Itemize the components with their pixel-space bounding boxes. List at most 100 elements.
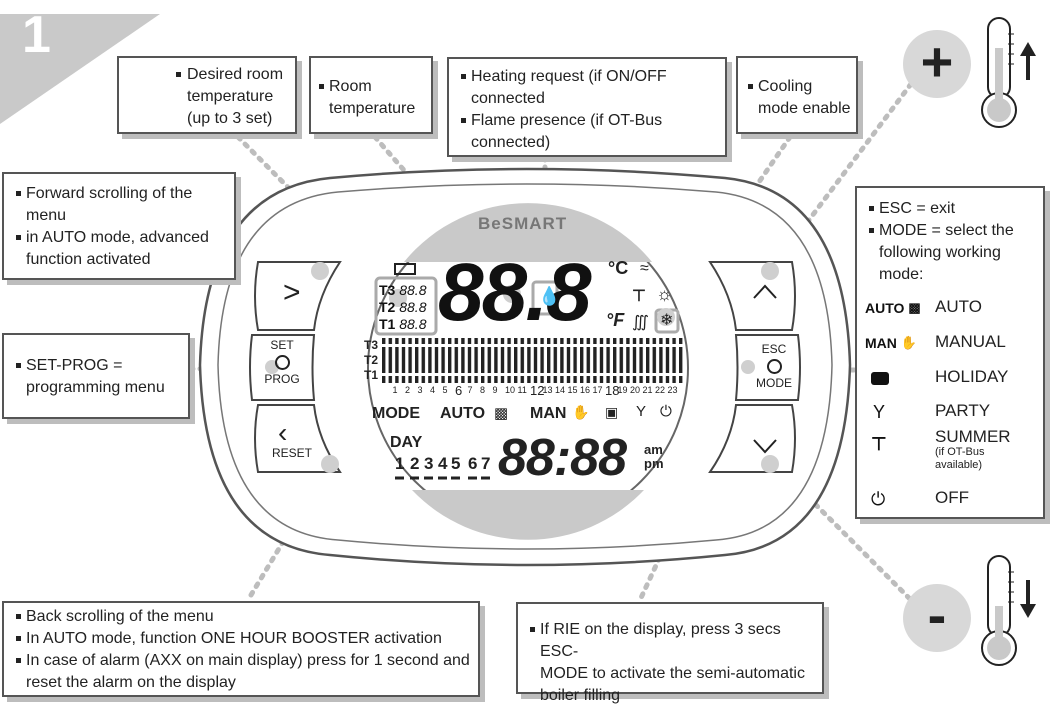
desired-line1: Desired room: [187, 66, 284, 83]
holiday-mode-icon: [865, 364, 889, 392]
heating-item2-line2: connected): [471, 134, 551, 151]
rie-line1: If RIE on the display, press 3 secs ESC-: [540, 621, 781, 660]
heating-item2-line1: Flame presence (if OT-Bus: [471, 112, 663, 129]
set-prog-button[interactable]: SET PROG: [262, 338, 302, 386]
t1-value: 88.8: [399, 316, 427, 332]
day-number: 4: [438, 454, 448, 473]
plus-label: +: [920, 30, 954, 93]
up-button[interactable]: [752, 276, 778, 307]
auto-mode-icon: AUTO ▩: [865, 300, 921, 316]
hour-tick-label: 1: [392, 385, 398, 395]
hour-row-t1: T1: [364, 368, 379, 382]
cooling-line1: Cooling: [758, 78, 813, 95]
fahrenheit-unit: °F: [606, 310, 625, 330]
mode-text: MODE: [372, 405, 420, 422]
hour-tick-label: 12: [530, 383, 545, 398]
celsius-unit: °C: [608, 258, 629, 278]
flame-icon: 💧: [538, 286, 561, 306]
set-label: SET: [270, 338, 294, 352]
cooling-line2: mode enable: [758, 100, 851, 117]
hour-tick-label: 6: [455, 383, 463, 398]
setprog-line2: programming menu: [26, 379, 165, 396]
hour-tick-label: 16: [580, 385, 591, 395]
mode-row-holiday: HOLIDAY: [857, 364, 1047, 394]
hour-tick-label: 3: [417, 385, 423, 395]
mode-row-party: Y PARTY: [857, 398, 1047, 428]
forward-item2-line1: in AUTO mode, advanced: [26, 229, 209, 246]
summer-note-line2: available): [935, 459, 983, 471]
hour-tick-label: 23: [667, 385, 678, 395]
room-line1: Room: [329, 78, 372, 95]
callout-rie: If RIE on the display, press 3 secs ESC-…: [516, 602, 824, 704]
auto-icon: ▩: [494, 405, 509, 422]
off-mode-icon: ⏻: [871, 489, 886, 509]
day-number: 1: [395, 454, 405, 473]
hour-tick-label: 21: [642, 385, 653, 395]
party-mode-icon: Y: [873, 402, 886, 422]
esc-mode-circle-icon: [766, 359, 782, 374]
hand-icon: ✋: [572, 404, 590, 420]
mode-item-line3: mode:: [879, 266, 924, 283]
callout-cooling: Cooling mode enable: [736, 56, 858, 134]
callout-desired-temperature: Desired room temperature (up to 3 set): [117, 56, 297, 134]
mode-item-line1: MODE = select the: [879, 222, 1014, 239]
summer-mode-label: SUMMER: [935, 427, 1011, 446]
esc-mode-button[interactable]: ESC MODE: [750, 342, 798, 390]
rie-line3: boiler filling: [540, 687, 621, 704]
desired-line3: (up to 3 set): [187, 110, 273, 127]
room-line2: temperature: [329, 100, 416, 117]
esc-label: ESC: [761, 342, 787, 356]
hour-tick-label: 2: [405, 385, 411, 395]
forward-item2-line2: function activated: [26, 251, 151, 268]
day-text: DAY: [390, 434, 423, 451]
plus-button[interactable]: +: [903, 30, 971, 98]
hour-tick-label: 11: [517, 385, 527, 395]
mode-row-auto: AUTO ▩ AUTO: [857, 294, 1047, 324]
day-number: 6: [468, 454, 478, 473]
day-number: 3: [424, 454, 434, 473]
back-reset-button[interactable]: ‹ RESET: [272, 417, 320, 461]
hour-row-t2: T2: [364, 353, 379, 367]
mode-row-off: ⏻ OFF: [857, 485, 1047, 515]
down-button[interactable]: [752, 436, 778, 459]
hour-tick-label: 18: [605, 383, 620, 398]
hour-row-labels: T3 T2 T1: [364, 338, 378, 383]
chevron-up-icon: [753, 284, 777, 299]
reset-label: RESET: [272, 446, 313, 460]
forward-item1-line1: Forward scrolling of the: [26, 185, 193, 202]
hour-tick-label: 10: [505, 385, 516, 395]
hour-tick-label: 9: [492, 385, 498, 395]
day-number: 2: [410, 454, 420, 473]
thermometer-down-icon: [981, 555, 1036, 666]
man-mode-icon: MAN ✋: [865, 335, 917, 351]
party-icon: Y: [636, 403, 647, 420]
auto-text: AUTO: [440, 405, 486, 422]
heating-item1-line1: Heating request (if ON/OFF: [471, 68, 667, 85]
off-mode-label: OFF: [935, 488, 969, 507]
summer-note-line1: (if OT-Bus: [935, 446, 985, 458]
prog-label: PROG: [264, 372, 300, 386]
heating-item1-line2: connected: [471, 90, 545, 107]
setprog-line1: SET-PROG =: [26, 357, 123, 374]
callout-set-prog: SET-PROG = programming menu: [2, 333, 190, 419]
hour-tick-label: 19: [617, 385, 628, 395]
set-prog-circle-icon: [274, 355, 290, 370]
callout-room-temperature: Room temperature: [309, 56, 433, 134]
holiday-icon: ▣: [605, 404, 619, 420]
t3-label: T3: [379, 282, 396, 298]
forward-button[interactable]: >: [283, 276, 301, 309]
am-text: am: [644, 442, 663, 457]
chevron-down-icon: [753, 439, 777, 454]
t1-label: T1: [379, 316, 396, 332]
back-arrow-icon: ‹: [278, 417, 288, 448]
minus-button[interactable]: -: [903, 584, 971, 652]
hour-tick-label: 14: [555, 385, 566, 395]
rie-line2: MODE to activate the semi-automatic: [540, 665, 805, 682]
radiator-icon: ∭: [632, 314, 649, 331]
tap-icon: ⊤: [632, 288, 646, 305]
back-item1: Back scrolling of the menu: [14, 606, 478, 628]
power-icon: ⏻: [660, 403, 672, 420]
back-item3-line1: In case of alarm (AXX on main display) p…: [26, 652, 470, 669]
hour-tick-label: 5: [442, 385, 448, 395]
